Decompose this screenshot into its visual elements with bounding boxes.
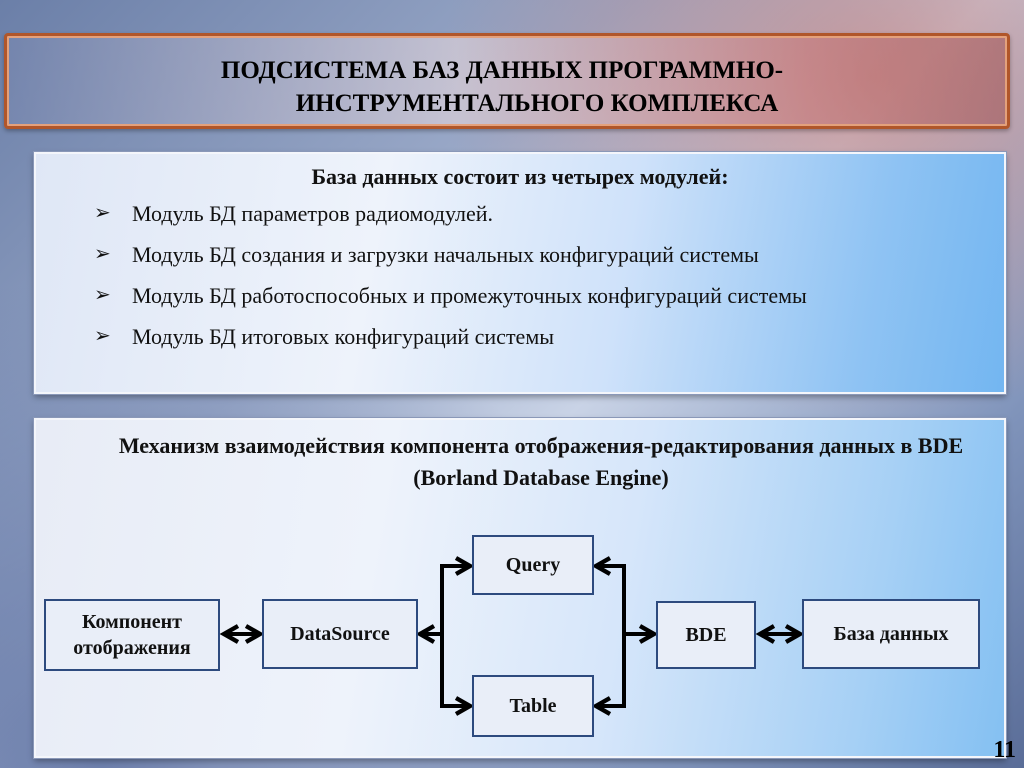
- slide-title-line-2: инструментального комплекса: [295, 90, 779, 117]
- arrow-bullet-icon: ➢: [94, 202, 111, 224]
- list-item: ➢Модуль БД итоговых конфигураций системы: [94, 321, 974, 352]
- slide-title: Подсистема баз данных программно- инстру…: [7, 54, 1007, 120]
- arrow-bullet-icon: ➢: [94, 284, 111, 306]
- arrow-bullet-icon: ➢: [94, 243, 111, 265]
- arrow-bullet-icon: ➢: [94, 325, 111, 347]
- list-item: ➢Модуль БД создания и загрузки начальных…: [94, 239, 974, 270]
- node-datasource: DataSource: [262, 599, 418, 669]
- slide-title-line-1: Подсистема баз данных программно-: [220, 57, 784, 84]
- node-query: Query: [472, 535, 594, 595]
- node-bde: BDE: [656, 601, 756, 669]
- list-item: ➢Модуль БД параметров радиомодулей.: [94, 198, 974, 229]
- node-database: База данных: [802, 599, 980, 669]
- modules-heading: База данных состоит из четырех модулей:: [311, 164, 729, 189]
- node-table: Table: [472, 675, 594, 737]
- title-frame: Подсистема баз данных программно- инстру…: [4, 33, 1010, 129]
- node-component: Компонент отображения: [44, 599, 220, 671]
- modules-list: ➢Модуль БД параметров радиомодулей. ➢Мод…: [94, 198, 974, 362]
- page-number: 11: [993, 737, 1016, 763]
- modules-panel: База данных состоит из четырех модулей: …: [34, 152, 1006, 394]
- list-item: ➢Модуль БД работоспособных и промежуточн…: [94, 280, 974, 311]
- mechanism-heading: Механизм взаимодействия компонента отобр…: [118, 433, 964, 490]
